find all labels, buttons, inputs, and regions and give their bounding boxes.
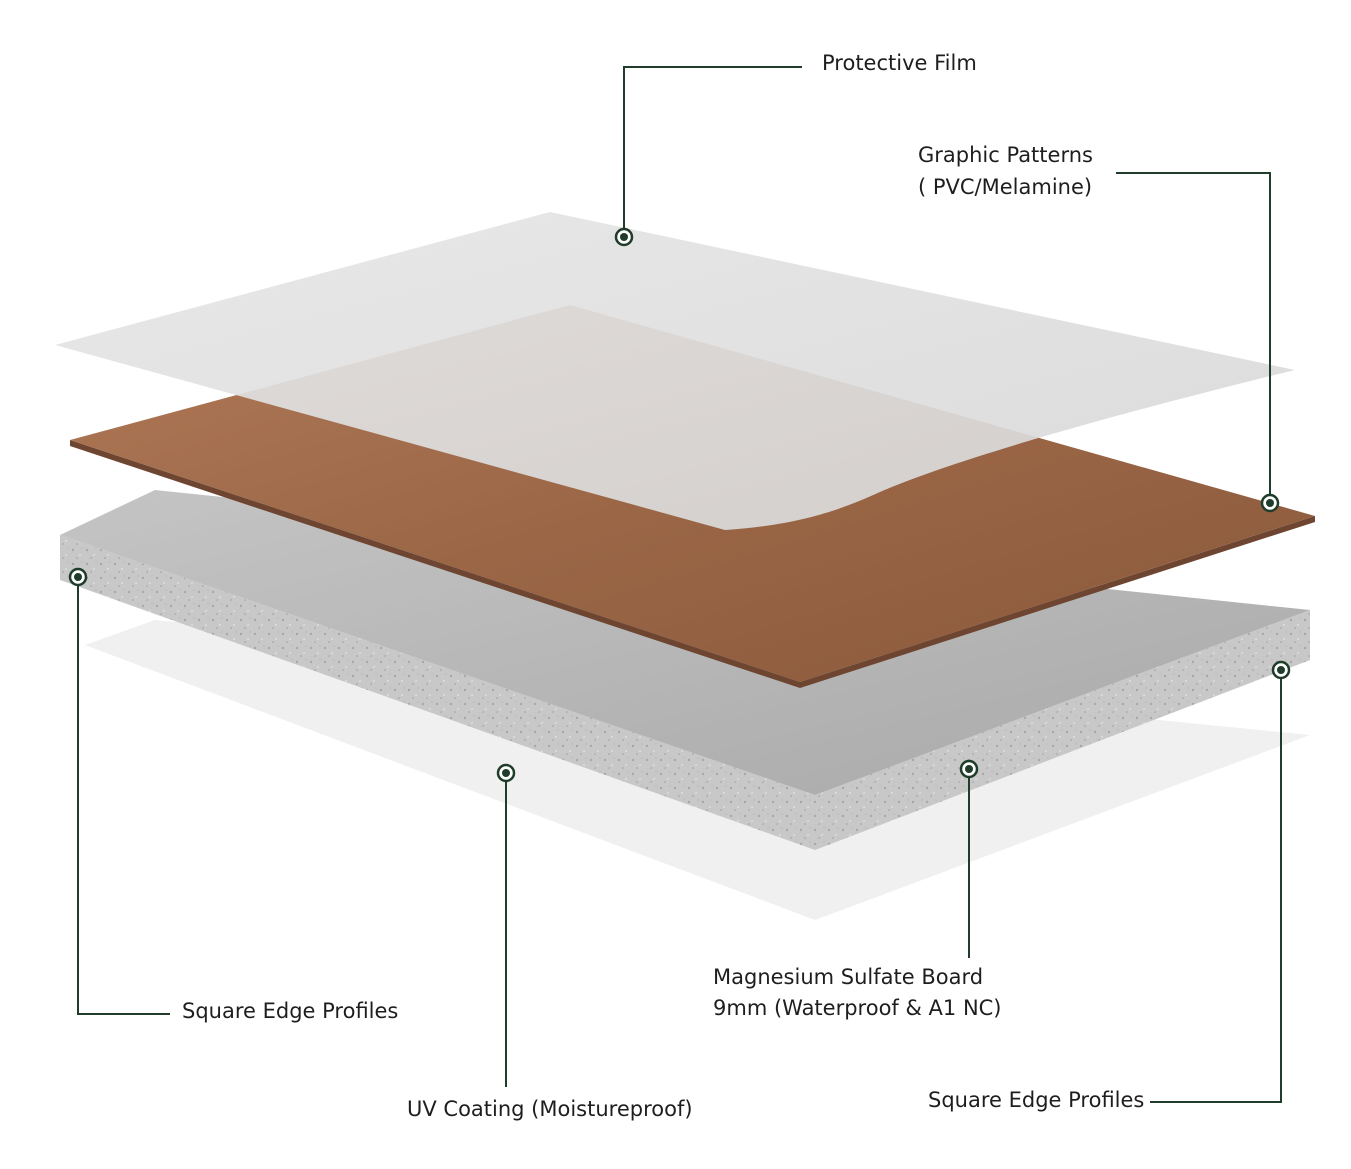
dot-uv-coating bbox=[496, 763, 516, 783]
leader-square-edge-right bbox=[1150, 670, 1282, 1103]
board-right-edge bbox=[815, 610, 1310, 850]
wood-sheet-edge bbox=[70, 440, 800, 688]
label-graphic-patterns-line2: ( PVC/Melamine) bbox=[918, 175, 1093, 199]
label-square-edge-right: Square Edge Profiles bbox=[928, 1088, 1145, 1112]
wood-sheet-edge-right bbox=[800, 516, 1315, 688]
protective-film bbox=[55, 212, 1295, 530]
dot-protective-film bbox=[614, 227, 634, 247]
leader-square-edge-left bbox=[77, 577, 170, 1015]
board-front-edge bbox=[60, 535, 815, 850]
label-magnesium-board-line2: 9mm (Waterproof & A1 NC) bbox=[713, 996, 1002, 1020]
dot-graphic-patterns bbox=[1260, 493, 1280, 513]
label-uv-coating: UV Coating (Moistureproof) bbox=[407, 1097, 693, 1121]
dot-square-edge-left bbox=[68, 567, 88, 587]
leader-protective-film bbox=[623, 66, 802, 237]
dot-magnesium-board bbox=[959, 759, 979, 779]
leader-graphic-patterns bbox=[1116, 172, 1271, 503]
label-magnesium-board-line1: Magnesium Sulfate Board bbox=[713, 965, 984, 989]
dot-square-edge-right bbox=[1271, 660, 1291, 680]
label-graphic-patterns-line1: Graphic Patterns bbox=[918, 143, 1093, 167]
label-square-edge-left: Square Edge Profiles bbox=[182, 999, 399, 1023]
label-protective-film: Protective Film bbox=[822, 51, 977, 75]
